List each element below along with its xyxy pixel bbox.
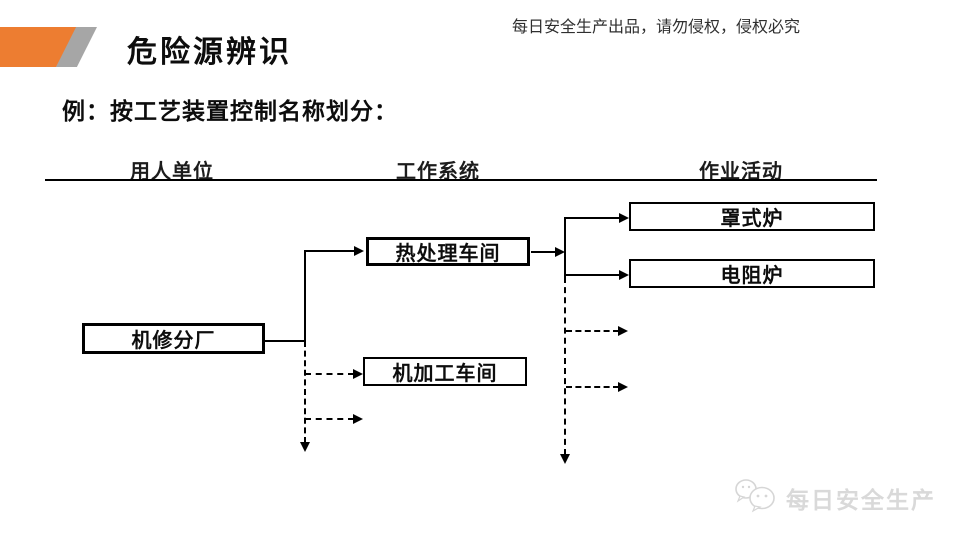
connector-left-vertical-dashed bbox=[304, 341, 306, 443]
connector-right-stub-1 bbox=[566, 330, 619, 332]
wechat-icon bbox=[733, 477, 779, 518]
connector-to-heat-workshop bbox=[305, 250, 355, 252]
connector-left-vertical-solid bbox=[304, 250, 306, 342]
arrowhead-right-icon bbox=[555, 247, 565, 257]
column-header-employer: 用人单位 bbox=[130, 161, 214, 183]
copyright-notice: 每日安全生产出品，请勿侵权，侵权必究 bbox=[512, 19, 801, 36]
node-machining-workshop: 机加工车间 bbox=[363, 357, 527, 386]
arrowhead-right-icon bbox=[353, 369, 363, 379]
arrowhead-down-icon bbox=[300, 442, 310, 452]
column-header-work-system: 工作系统 bbox=[396, 161, 480, 183]
page-title: 危险源辨识 bbox=[127, 36, 292, 69]
connector-to-bell-furnace bbox=[566, 217, 620, 219]
arrowhead-right-icon bbox=[619, 213, 629, 223]
connector-to-resistance-furnace bbox=[566, 274, 620, 276]
arrowhead-right-icon bbox=[353, 414, 363, 424]
node-heat-treatment-workshop: 热处理车间 bbox=[366, 237, 530, 266]
connector-left-stub bbox=[305, 418, 354, 420]
connector-right-vertical-dashed bbox=[564, 277, 566, 455]
node-employer: 机修分厂 bbox=[82, 323, 265, 354]
connector-employer-out bbox=[264, 340, 305, 342]
arrowhead-right-icon bbox=[619, 270, 629, 280]
arrowhead-down-icon bbox=[560, 454, 570, 464]
arrowhead-right-icon bbox=[618, 382, 628, 392]
node-resistance-furnace: 电阻炉 bbox=[629, 259, 875, 288]
header-divider-line bbox=[45, 179, 877, 181]
arrowhead-right-icon bbox=[618, 326, 628, 336]
example-subtitle: 例：按工艺装置控制名称划分： bbox=[62, 98, 398, 124]
connector-to-machining-workshop bbox=[305, 373, 354, 375]
node-bell-furnace: 罩式炉 bbox=[629, 202, 875, 231]
footer-watermark-text: 每日安全生产 bbox=[786, 486, 936, 513]
connector-right-vertical-solid bbox=[564, 217, 566, 277]
column-header-activity: 作业活动 bbox=[699, 161, 783, 183]
connector-heat-workshop-out bbox=[531, 251, 556, 253]
connector-right-stub-2 bbox=[566, 386, 619, 388]
arrowhead-right-icon bbox=[354, 246, 364, 256]
footer-watermark: 每日安全生产 bbox=[733, 477, 936, 518]
